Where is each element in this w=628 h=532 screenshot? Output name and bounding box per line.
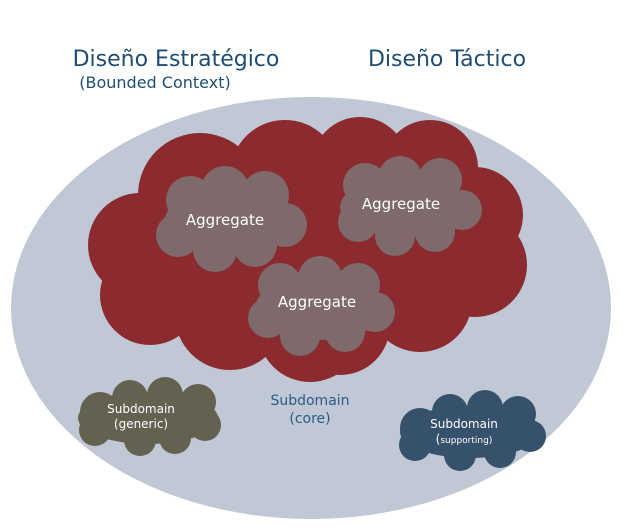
aggregate-cloud-2 <box>338 156 482 256</box>
generic-subdomain-type: (generic) <box>114 417 168 431</box>
supporting-subdomain-cloud <box>399 390 546 471</box>
aggregate-cloud-1 <box>156 166 307 272</box>
generic-subdomain-title: Subdomain <box>107 402 175 416</box>
core-subdomain-type: (core) <box>289 411 330 427</box>
strategic-design-title: Diseño Estratégico <box>73 47 280 72</box>
aggregate-label-3: Aggregate <box>278 293 356 311</box>
supporting-type-paren: ( <box>436 432 441 446</box>
supporting-subdomain-title: Subdomain <box>430 417 498 431</box>
supporting-subdomain-type: (supporting) <box>436 432 493 446</box>
tactical-design-title: Diseño Táctico <box>368 47 526 72</box>
supporting-type-word: supporting) <box>440 436 492 446</box>
aggregate-cloud-3 <box>248 256 395 356</box>
bounded-context-subtitle: (Bounded Context) <box>79 73 230 92</box>
aggregate-label-1: Aggregate <box>186 211 264 229</box>
generic-subdomain-cloud <box>78 377 221 456</box>
aggregate-label-2: Aggregate <box>362 195 440 213</box>
core-subdomain-title: Subdomain <box>270 393 349 409</box>
